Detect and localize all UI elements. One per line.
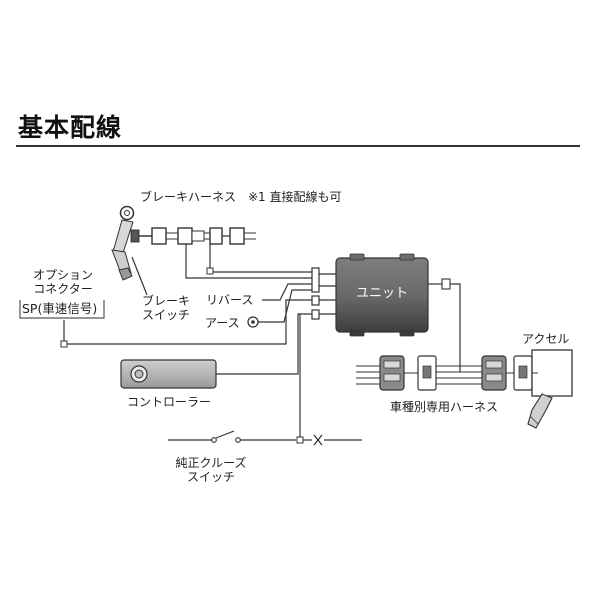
unit-harness-wire bbox=[450, 283, 461, 372]
cruise-switch-icon bbox=[211, 430, 241, 443]
option-connector-label: オプション コネクター bbox=[26, 268, 100, 296]
brake-switch-label: ブレーキ スイッチ bbox=[136, 294, 196, 322]
sp-signal-wire bbox=[63, 299, 312, 345]
brake-switch-label-line2: スイッチ bbox=[141, 308, 190, 322]
sp-signal-junction bbox=[60, 340, 68, 348]
accel-label: アクセル bbox=[522, 332, 570, 346]
reverse-wire bbox=[262, 283, 312, 301]
sp-signal-label: SP(車速信号) bbox=[22, 301, 98, 316]
controller-label: コントローラー bbox=[127, 395, 212, 409]
reverse-label: リバース bbox=[206, 293, 254, 307]
ground-icon bbox=[247, 289, 312, 328]
unit-connector-block bbox=[311, 267, 336, 320]
title-rule bbox=[16, 145, 580, 147]
cruise-junction bbox=[296, 436, 304, 444]
option-connector-box bbox=[19, 300, 105, 319]
cruise-switch-label-line2: スイッチ bbox=[186, 470, 235, 484]
cruise-switch-label: 純正クルーズ スイッチ bbox=[166, 456, 256, 484]
brake-switch-label-line1: ブレーキ bbox=[141, 294, 190, 308]
brake-pedal-icon bbox=[111, 205, 148, 296]
unit-label: ユニット bbox=[355, 286, 408, 301]
controller-icon bbox=[120, 359, 217, 389]
cruise-switch-label-line1: 純正クルーズ bbox=[175, 456, 247, 470]
option-connector-label-line1: オプション bbox=[32, 268, 93, 282]
vehicle-harness-label: 車種別専用ハーネス bbox=[390, 400, 499, 414]
unit-output-connector bbox=[441, 278, 451, 290]
unit-box bbox=[335, 253, 429, 337]
brake-harness-label: ブレーキハーネス ※1 直接配線も可 bbox=[140, 190, 342, 204]
vehicle-harness-icon bbox=[356, 355, 533, 391]
accelerator-icon bbox=[527, 349, 573, 429]
cut-mark-icon bbox=[313, 434, 323, 446]
brake-harness-icon bbox=[139, 227, 312, 279]
controller-wire bbox=[216, 313, 312, 375]
ground-label: アース bbox=[205, 316, 240, 330]
option-connector-label-line2: コネクター bbox=[33, 282, 93, 296]
page-title: 基本配線 bbox=[18, 113, 123, 142]
